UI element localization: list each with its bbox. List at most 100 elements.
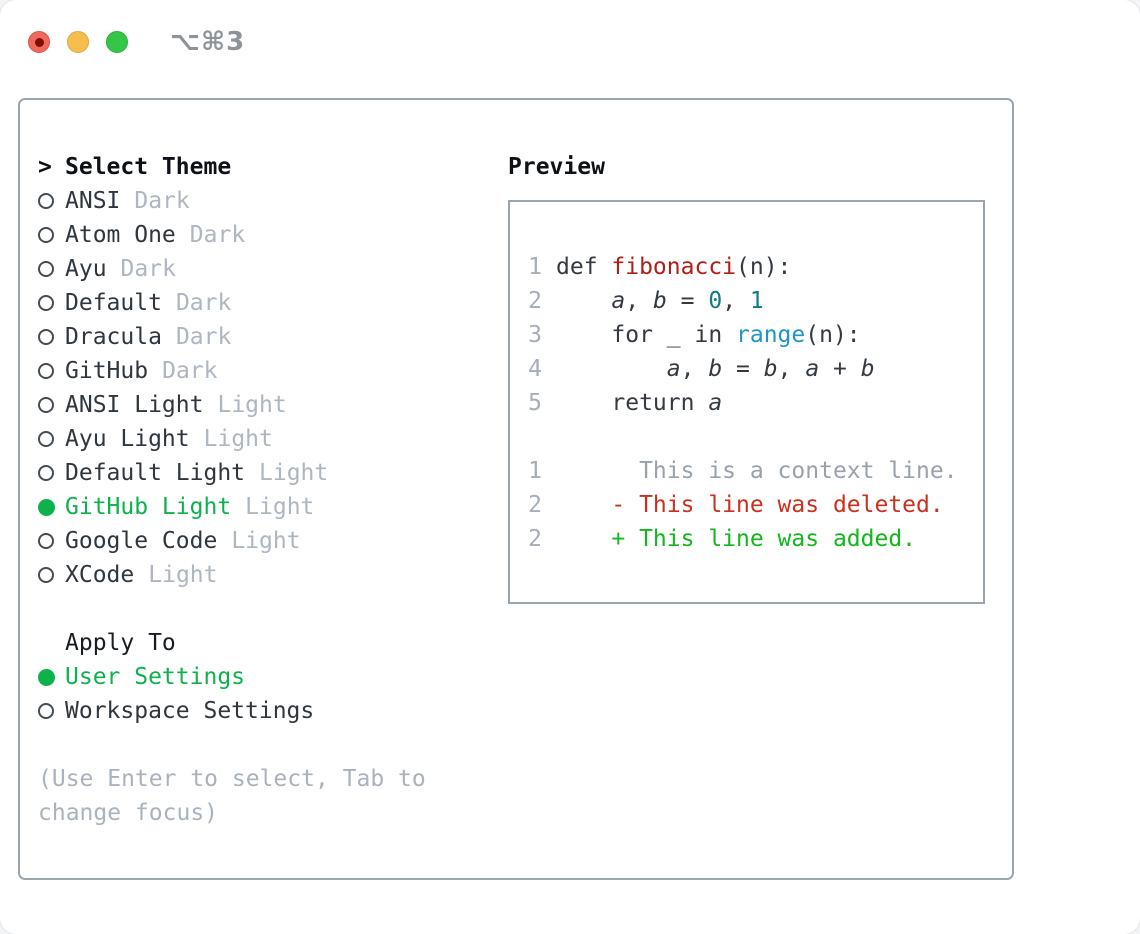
radio-icon xyxy=(38,703,65,719)
code-segment: 0 xyxy=(708,288,723,314)
unsaved-dot-icon xyxy=(34,37,44,47)
hint-line-1: (Use Enter to select, Tab to xyxy=(38,766,426,792)
line-number: 2 xyxy=(528,288,542,314)
code-line xyxy=(528,420,983,454)
code-line: 2 + This line was added. xyxy=(528,522,983,556)
radio-empty-icon xyxy=(38,329,54,345)
option-label: Ayu Light xyxy=(65,426,190,452)
minimize-button[interactable] xyxy=(67,31,89,53)
code-segment: (n): xyxy=(805,322,861,348)
window-title: ⌥⌘3 xyxy=(170,27,246,57)
option-label: Default Light xyxy=(65,460,246,486)
line-number: 1 xyxy=(528,254,542,280)
radio-icon xyxy=(38,431,65,447)
code-segment: (n): xyxy=(736,254,792,280)
option-label: GitHub xyxy=(65,358,149,384)
spacer xyxy=(38,728,426,762)
option-variant-label: Dark xyxy=(175,290,232,316)
code-segment: range xyxy=(736,322,806,348)
radio-empty-icon xyxy=(38,567,54,583)
code-segment: , xyxy=(777,356,806,382)
preview-header: Preview xyxy=(508,154,605,180)
code-segment: + This line was added. xyxy=(556,526,917,552)
code-line: 2 a, b = 0, 1 xyxy=(528,284,983,318)
radio-empty-icon xyxy=(38,533,54,549)
titlebar: ⌥⌘3 xyxy=(28,27,245,57)
code-segment: = xyxy=(666,288,709,314)
option-variant-label: Dark xyxy=(162,358,218,384)
code-segment: fibonacci xyxy=(611,254,737,280)
line-number: 1 xyxy=(528,458,542,484)
code-segment: = xyxy=(722,356,764,382)
code-segment xyxy=(556,288,611,314)
theme-option-default-light[interactable]: Default Light Light xyxy=(38,456,426,490)
code-segment: a xyxy=(666,356,681,382)
option-variant-label: Dark xyxy=(189,222,246,248)
theme-option-github[interactable]: GitHub Dark xyxy=(38,354,426,388)
radio-icon xyxy=(38,329,65,345)
code-segment: a xyxy=(708,390,723,416)
option-variant-label: Light xyxy=(203,426,273,452)
radio-icon xyxy=(38,295,65,311)
option-variant-label: Dark xyxy=(120,256,176,282)
code-line: 2 - This line was deleted. xyxy=(528,488,983,522)
option-variant-label: Light xyxy=(231,528,301,554)
radio-icon xyxy=(38,227,65,243)
option-label: User Settings xyxy=(65,664,246,690)
radio-empty-icon xyxy=(38,431,54,447)
option-label: ANSI Light xyxy=(65,392,204,418)
option-label: XCode xyxy=(65,562,135,588)
code-segment: b xyxy=(652,288,667,314)
option-label: Dracula xyxy=(65,324,162,350)
apply-option-user-settings[interactable]: User Settings xyxy=(38,660,426,694)
line-number: 5 xyxy=(528,390,542,416)
code-line: 4 a, b = b, a + b xyxy=(528,352,983,386)
option-label: ANSI xyxy=(65,188,121,214)
radio-icon xyxy=(38,567,65,583)
line-number: 3 xyxy=(528,322,542,348)
code-segment: return xyxy=(556,390,709,416)
theme-option-ayu[interactable]: Ayu Dark xyxy=(38,252,426,286)
radio-icon xyxy=(38,397,65,413)
radio-empty-icon xyxy=(38,465,54,481)
radio-icon xyxy=(38,363,65,379)
radio-filled-icon xyxy=(38,498,55,516)
code-segment: , xyxy=(722,288,750,314)
theme-option-xcode[interactable]: XCode Light xyxy=(38,558,426,592)
theme-option-dracula[interactable]: Dracula Dark xyxy=(38,320,426,354)
zoom-button[interactable] xyxy=(106,31,128,53)
code-segment xyxy=(556,356,667,382)
option-label: Ayu xyxy=(65,256,107,282)
apply-option-workspace-settings[interactable]: Workspace Settings xyxy=(38,694,426,728)
code-segment: b xyxy=(860,356,875,382)
close-button[interactable] xyxy=(28,31,50,53)
radio-empty-icon xyxy=(38,397,54,413)
hint-text: (Use Enter to select, Tab to change focu… xyxy=(38,762,426,830)
code-segment: - This line was deleted. xyxy=(556,492,944,518)
option-label: Workspace Settings xyxy=(65,698,315,724)
prompt-caret: > xyxy=(38,154,52,180)
selected-radio-icon xyxy=(38,498,65,516)
option-variant-label: Dark xyxy=(134,188,190,214)
option-variant-label: Light xyxy=(148,562,218,588)
option-label: Atom One xyxy=(65,222,176,248)
option-variant-label: Dark xyxy=(175,324,232,350)
code-segment: b xyxy=(763,356,778,382)
option-variant-label: Light xyxy=(259,460,329,486)
line-number: 2 xyxy=(528,526,542,552)
theme-option-ayu-light[interactable]: Ayu Light Light xyxy=(38,422,426,456)
radio-empty-icon xyxy=(38,261,54,277)
radio-empty-icon xyxy=(38,703,54,719)
theme-option-atom-one[interactable]: Atom One Dark xyxy=(38,218,426,252)
theme-option-ansi[interactable]: ANSI Dark xyxy=(38,184,426,218)
radio-icon xyxy=(38,261,65,277)
